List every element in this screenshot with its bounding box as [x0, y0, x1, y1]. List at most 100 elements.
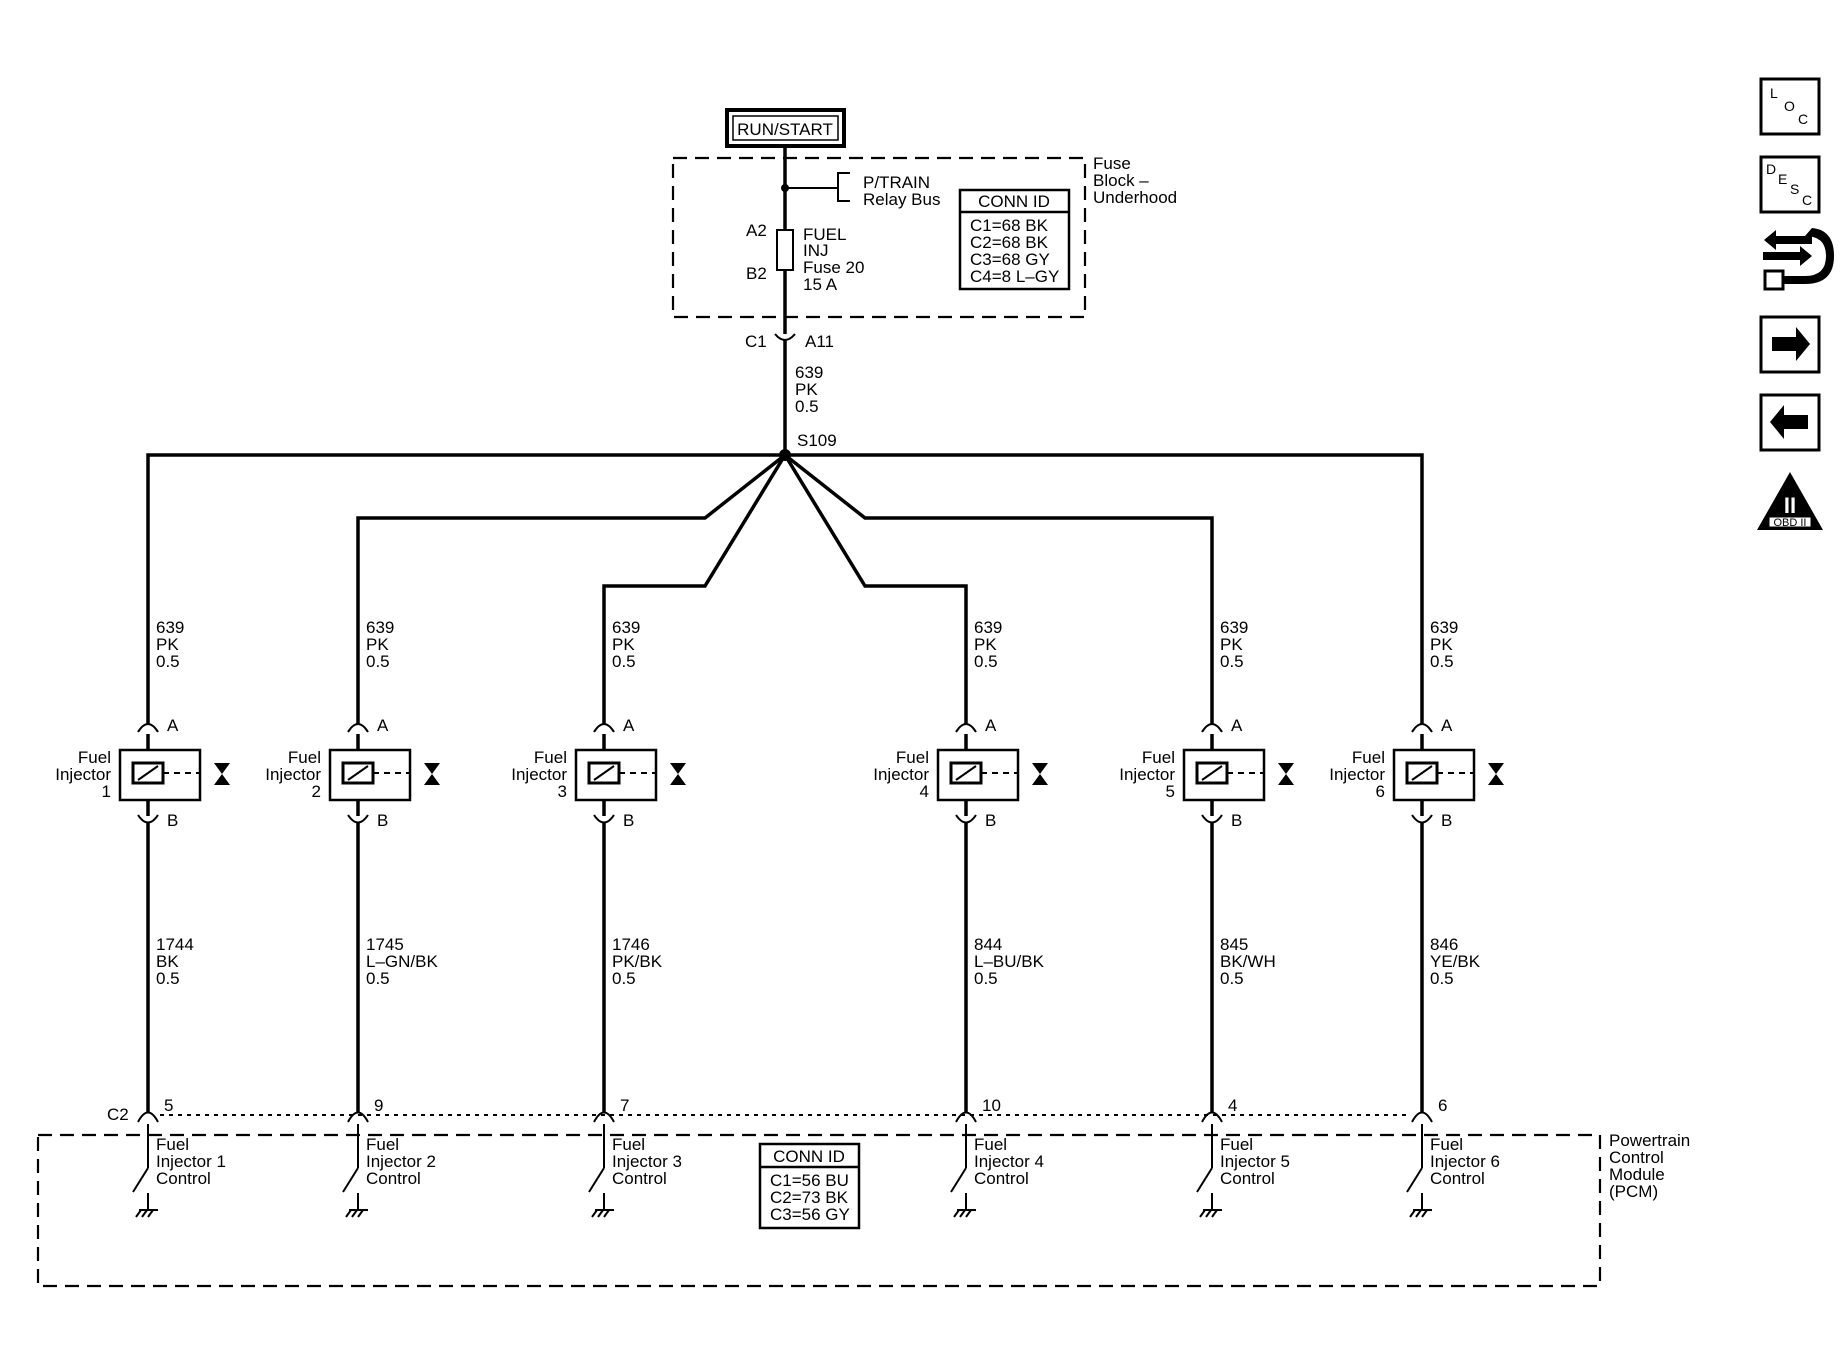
pcm-name-2: Control: [1609, 1148, 1664, 1167]
svg-text:PK: PK: [795, 380, 818, 399]
injector-bottom-wire-label: 0.5: [1220, 969, 1244, 988]
injector-name-1: Fuel: [1142, 748, 1175, 767]
fuse-conn-row-3: C3=68 GY: [970, 250, 1050, 269]
injector-pin-b: B: [377, 811, 388, 830]
injector-name-1: Fuel: [78, 748, 111, 767]
pcm-name-3: Module: [1609, 1165, 1665, 1184]
injector-top-wire-label: PK: [1430, 635, 1453, 654]
injector-top-wire-label: 0.5: [612, 652, 636, 671]
injector-pin-b: B: [1441, 811, 1452, 830]
injector-top-wire-label: 0.5: [1430, 652, 1454, 671]
injector-bottom-wire-label: L–GN/BK: [366, 952, 438, 971]
pcm-control-label-3: Control: [612, 1169, 667, 1188]
injector-pin-a: A: [1231, 716, 1243, 735]
pcm-connector-label: C2: [107, 1105, 129, 1124]
injector-top-wire-label: PK: [612, 635, 635, 654]
fuse-label-2: INJ: [803, 241, 829, 260]
connector-repair-icon[interactable]: [1763, 228, 1834, 291]
injector-bottom-wire-label: BK/WH: [1220, 952, 1276, 971]
fuse-block-conn-id: CONN ID C1=68 BK C2=68 BK C3=68 GY C4=8 …: [958, 188, 1071, 291]
injector-bottom-wire-label: YE/BK: [1430, 952, 1481, 971]
injector-bottom-wire-label: 1744: [156, 935, 194, 954]
injector-top-wire-label: 639: [1220, 618, 1248, 637]
injector-top-wire-label: PK: [1220, 635, 1243, 654]
hourglass-icon: [1278, 763, 1294, 785]
pcm-control-label-1: Fuel: [974, 1135, 1007, 1154]
svg-text:E: E: [1778, 171, 1787, 187]
injector-pin-a: A: [623, 716, 635, 735]
injector-name-1: Fuel: [534, 748, 567, 767]
injector-top-wire-label: PK: [974, 635, 997, 654]
pcm-pin-number: 4: [1228, 1096, 1237, 1115]
pcm-control-label-2: Injector 5: [1220, 1152, 1290, 1171]
injector-top-wire-label: 639: [366, 618, 394, 637]
pcm-control-label-3: Control: [974, 1169, 1029, 1188]
injector-top-wire-label: 639: [612, 618, 640, 637]
pcm-name-1: Powertrain: [1609, 1131, 1690, 1150]
hourglass-icon: [424, 763, 440, 785]
injector-pin-b: B: [623, 811, 634, 830]
pcm-conn-row-2: C2=73 BK: [770, 1188, 849, 1207]
svg-text:639: 639: [795, 363, 823, 382]
back-arrow-icon[interactable]: [1759, 393, 1821, 452]
injector-name-2: Injector: [265, 765, 321, 784]
injector-bottom-wire-label: 844: [974, 935, 1002, 954]
injector-name-3: 5: [1166, 782, 1175, 801]
pcm-pin-number: 10: [982, 1096, 1001, 1115]
fuel-injector-6: 639PK0.5AFuelInjector6B846YE/BK0.56FuelI…: [1329, 618, 1504, 1218]
fuse-label-1: FUEL: [803, 225, 846, 244]
fuse-block-output-connector: C1 A11: [745, 332, 834, 351]
pcm-control-label-2: Injector 4: [974, 1152, 1044, 1171]
next-arrow-icon[interactable]: [1759, 315, 1821, 374]
svg-text:C: C: [1798, 111, 1808, 127]
injector-top-wire-label: 0.5: [974, 652, 998, 671]
injector-bottom-wire-label: 0.5: [612, 969, 636, 988]
fuse-pin-bottom: B2: [746, 264, 767, 283]
loc-icon[interactable]: L O C: [1759, 77, 1821, 136]
injector-bottom-wire-label: 1746: [612, 935, 650, 954]
pcm-control-label-2: Injector 2: [366, 1152, 436, 1171]
fuse-conn-row-1: C1=68 BK: [970, 216, 1049, 235]
obd-ii-icon[interactable]: II OBD II: [1757, 472, 1823, 530]
injector-bottom-wire-label: 0.5: [156, 969, 180, 988]
injector-pin-b: B: [1231, 811, 1242, 830]
pcm-control-label-3: Control: [1220, 1169, 1275, 1188]
hourglass-icon: [214, 763, 230, 785]
injector-name-1: Fuel: [288, 748, 321, 767]
pcm-control-label-2: Injector 3: [612, 1152, 682, 1171]
fuel-injector-4: 639PK0.5AFuelInjector4B844L–BU/BK0.510Fu…: [873, 618, 1048, 1218]
svg-text:O: O: [1784, 98, 1795, 114]
pcm-control-label-1: Fuel: [1430, 1135, 1463, 1154]
injector-pin-b: B: [167, 811, 178, 830]
injector-bottom-wire-label: L–BU/BK: [974, 952, 1045, 971]
fuse-block-name-1: Fuse: [1093, 154, 1131, 173]
injector-bottom-wire-label: 846: [1430, 935, 1458, 954]
injector-top-wire-label: 0.5: [1220, 652, 1244, 671]
injector-bottom-wire-label: 1745: [366, 935, 404, 954]
pcm-name-4: (PCM): [1609, 1182, 1658, 1201]
fuse-label-3: Fuse 20: [803, 258, 864, 277]
pcm-control-label-1: Fuel: [612, 1135, 645, 1154]
injector-name-2: Injector: [511, 765, 567, 784]
splice-branches: [146, 453, 1424, 725]
injector-name-3: 6: [1376, 782, 1385, 801]
pcm-conn-row-1: C1=56 BU: [770, 1171, 849, 1190]
pcm-control-label-1: Fuel: [366, 1135, 399, 1154]
fuel-injector-3: 639PK0.5AFuelInjector3B1746PK/BK0.57Fuel…: [511, 618, 686, 1218]
injector-pin-a: A: [167, 716, 179, 735]
feed-wire-label: 639 PK 0.5: [795, 363, 823, 416]
pcm-conn-row-3: C3=56 GY: [770, 1205, 850, 1224]
desc-icon[interactable]: D E S C: [1759, 155, 1821, 214]
fuse-conn-row-2: C2=68 BK: [970, 233, 1049, 252]
injector-top-wire-label: 639: [1430, 618, 1458, 637]
fuse-block-name-3: Underhood: [1093, 188, 1177, 207]
pcm-module: Powertrain Control Module (PCM) CONN ID …: [36, 1131, 1690, 1288]
injector-name-2: Injector: [1329, 765, 1385, 784]
fuel-injector-2: 639PK0.5AFuelInjector2B1745L–GN/BK0.59Fu…: [265, 618, 440, 1218]
injector-bottom-wire-label: PK/BK: [612, 952, 663, 971]
pcm-control-label-3: Control: [1430, 1169, 1485, 1188]
pcm-control-label-3: Control: [366, 1169, 421, 1188]
injector-top-wire-label: 639: [156, 618, 184, 637]
injector-name-2: Injector: [873, 765, 929, 784]
